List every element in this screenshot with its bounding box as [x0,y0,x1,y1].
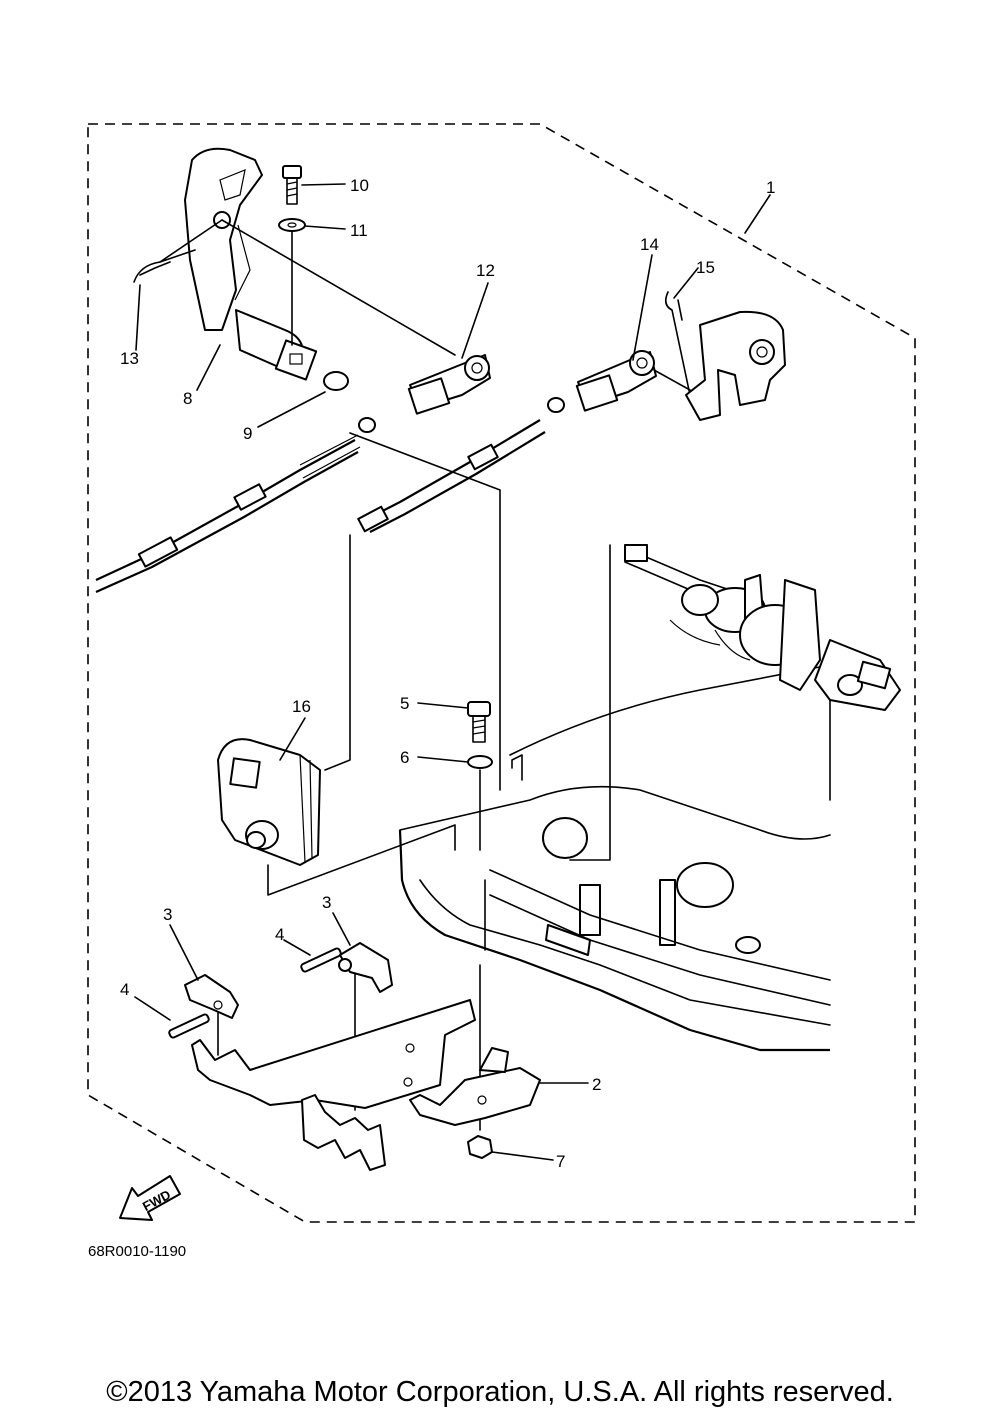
cable-joint-part-2 [575,350,657,412]
shift-rod-assembly-part [624,544,901,711]
callout-labels: 1 2 3 3 4 4 5 6 7 8 9 10 11 12 13 14 15 … [120,176,775,1171]
callout-15: 15 [696,258,715,277]
bracket-lower-part [301,1094,386,1171]
shift-cable-part [95,434,361,594]
cable-holder-part [217,738,321,866]
callout-14: 14 [640,235,659,254]
callout-16: 16 [292,697,311,716]
callout-4a: 4 [120,980,129,999]
cable-joint-part [407,354,491,415]
bolt-part [282,165,302,205]
callout-12: 12 [476,261,495,280]
washer-part [278,218,306,232]
callout-2: 2 [592,1075,601,1094]
callout-9: 9 [243,424,252,443]
clamp-part-2 [338,942,393,993]
shift-lever-part [184,147,318,381]
bolt-part-2 [467,701,491,743]
callout-10: 10 [350,176,369,195]
callout-11: 11 [350,221,368,240]
callout-3a: 3 [163,905,172,924]
stay-plate-part [409,1047,541,1126]
o-ring-part [323,371,349,391]
callout-3b: 3 [322,893,331,912]
washer-part-2 [467,755,493,769]
callout-6: 6 [400,748,409,767]
callout-5: 5 [400,694,409,713]
cotter-pin-part-2 [664,291,691,396]
callout-leaders [134,183,771,1161]
pin-part [168,1013,210,1039]
callout-7: 7 [556,1152,565,1171]
copyright-notice: ©2013 Yamaha Motor Corporation, U.S.A. A… [106,1376,894,1408]
bracket-part [191,999,476,1109]
throttle-cable-part [357,419,546,533]
fwd-arrow-icon: FWD [119,1175,181,1221]
bottom-cowling-part [398,664,831,1052]
cotter-pin-part [133,249,196,283]
callout-4b: 4 [275,925,284,944]
callout-1: 1 [766,178,775,197]
shift-arm-part [685,310,786,421]
callout-8: 8 [183,389,192,408]
clamp-part [184,974,239,1019]
nut-part [467,1135,493,1159]
pin-part-2 [300,947,342,973]
callout-13: 13 [120,349,139,368]
diagram-part-number: 68R0010-1190 [88,1243,186,1260]
assembly-boundary [87,123,916,1223]
